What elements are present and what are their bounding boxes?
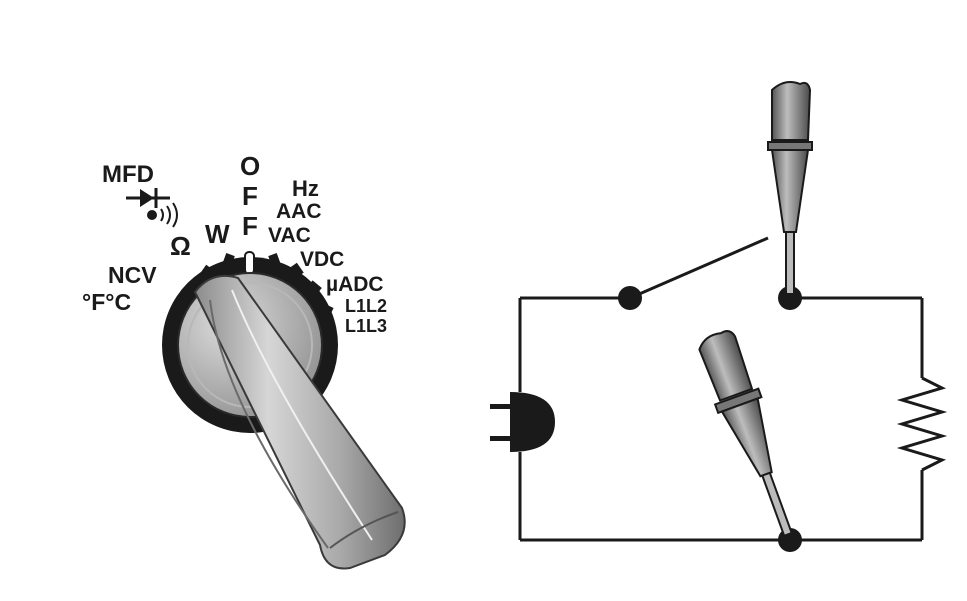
label-ua-dc: µADC [326,273,384,296]
label-off-f1: F [242,181,258,211]
selector-dial[interactable]: MFD Ω W NCV °F°C O F F Hz AAC VAC VDC µA… [82,151,406,570]
resistor-icon [896,376,948,472]
knob-grip-end [329,511,399,549]
knob-ridge-left [209,299,329,549]
dial-ticks [170,252,334,317]
label-watt: W [205,219,230,249]
label-ohm: Ω [170,231,191,261]
label-a-ac: AAC [276,200,322,223]
diode-icon [126,188,170,208]
label-hz: Hz [292,176,319,201]
circuit-diagram [490,81,948,552]
lamp-icon [490,392,555,452]
test-probe-upper [767,81,813,295]
label-temperature: °F°C [82,289,131,315]
dial-face-inner [187,282,313,408]
continuity-beeper-icon [147,202,178,228]
switch-terminal-left [618,286,642,310]
label-mfd: MFD [102,161,154,188]
off-pointer [244,251,255,275]
label-v-ac: VAC [268,224,311,247]
switch-terminal-right [778,286,802,310]
label-l1l3: L1L3 [345,316,387,336]
switch-blade [629,236,769,300]
label-off-f2: F [242,211,258,241]
test-probe-lower [698,330,793,538]
label-ncv: NCV [108,262,157,288]
label-v-dc: VDC [300,248,344,271]
label-off-o: O [240,151,260,181]
knob-ridge-right [231,289,373,541]
label-l1l2: L1L2 [345,296,387,316]
